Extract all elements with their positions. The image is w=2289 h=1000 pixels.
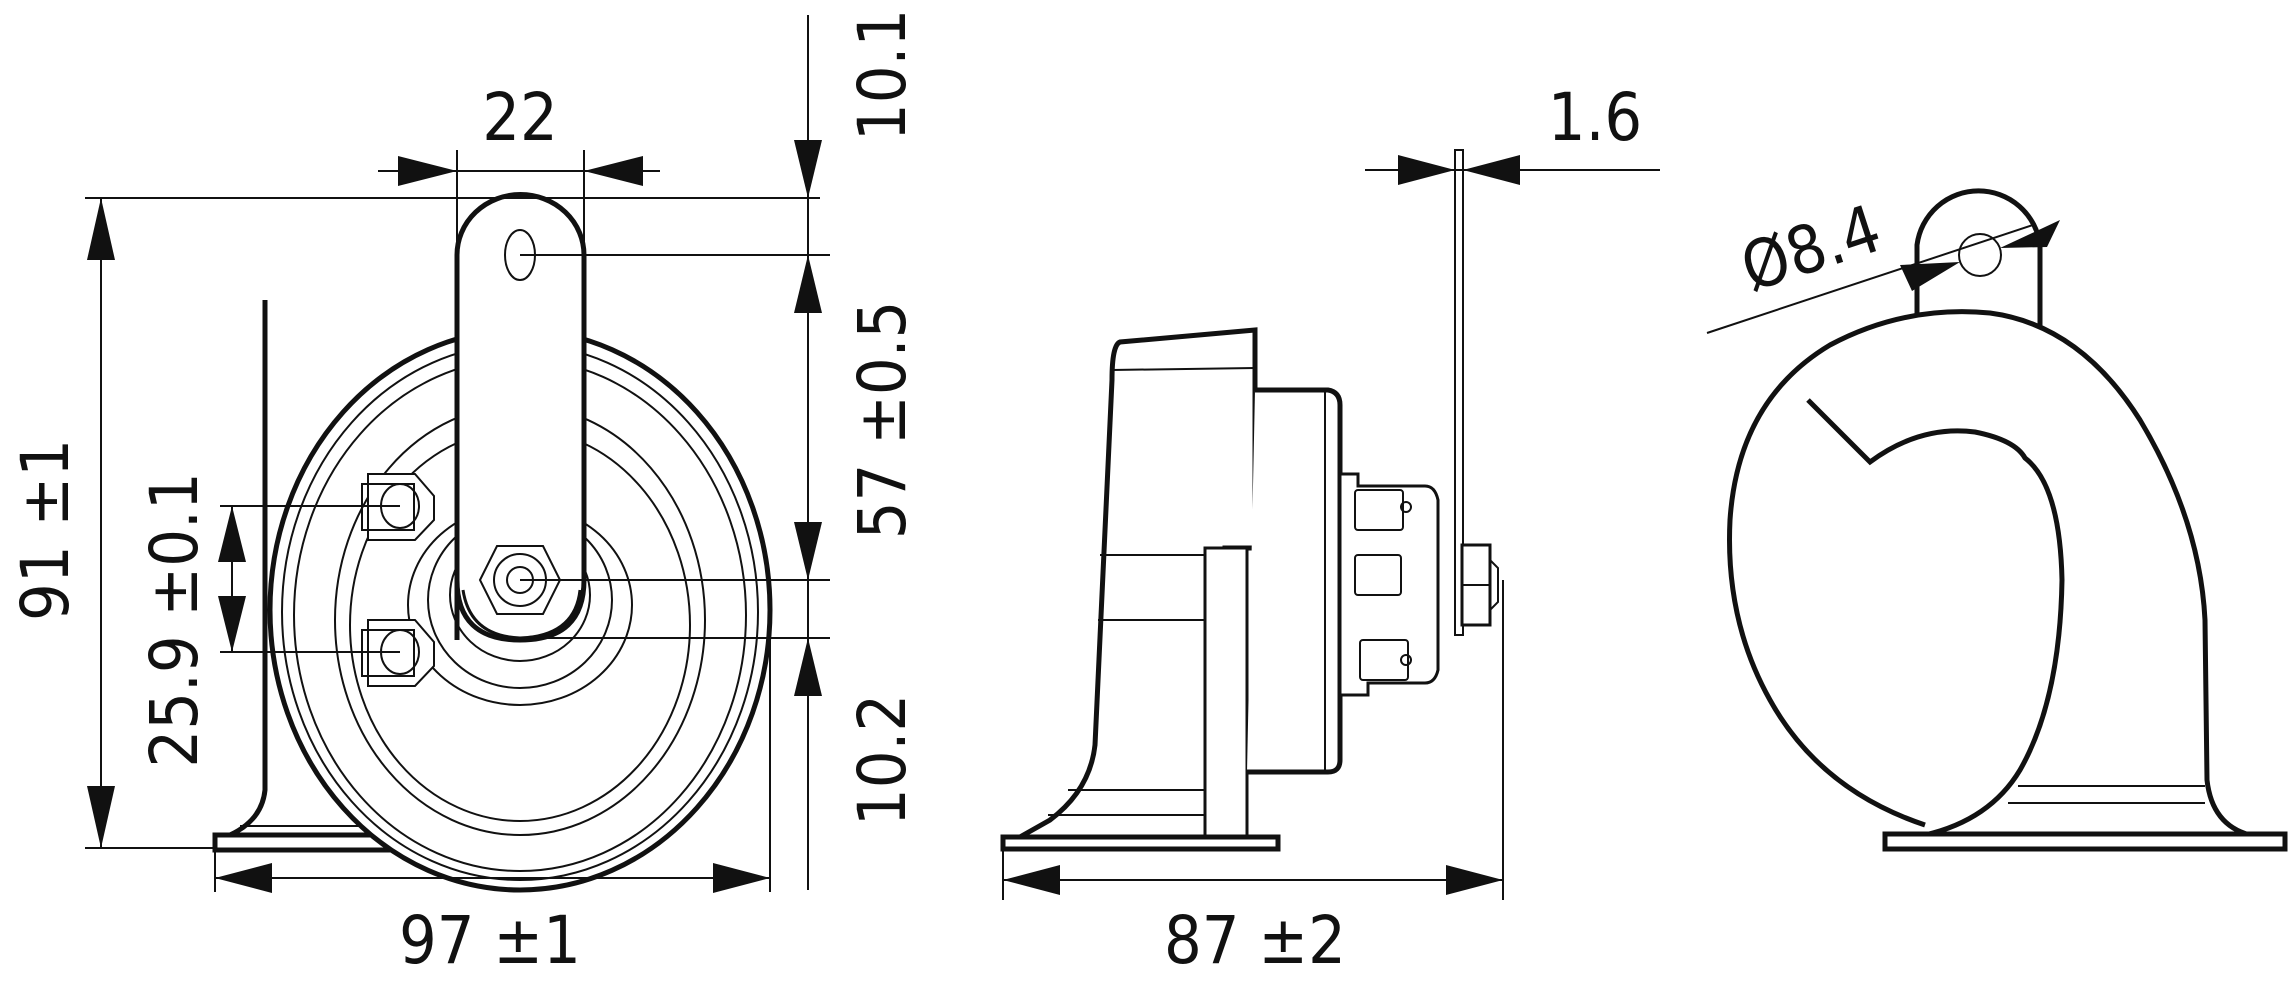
dim-terminal-spacing: 25.9 ±0.1 bbox=[136, 472, 213, 767]
dim-overall-depth: 87 ±2 bbox=[1164, 902, 1346, 979]
front-base-neck bbox=[228, 300, 268, 838]
dim-overall-height: 91 ±1 bbox=[7, 439, 84, 621]
side-bracket-plate bbox=[1454, 149, 1464, 636]
front-view bbox=[212, 192, 773, 893]
side-base-flange bbox=[1000, 834, 1281, 852]
dim-bracket-thickness: 1.6 bbox=[1548, 79, 1642, 156]
front-mounting-bracket bbox=[454, 192, 587, 643]
side-coil-housing bbox=[1247, 387, 1343, 775]
front-terminal-upper bbox=[361, 473, 435, 541]
rear-mount-hole bbox=[1958, 233, 2002, 277]
side-view bbox=[1000, 149, 1499, 852]
dim-top-to-hole: 10.1 bbox=[844, 9, 921, 141]
rear-mounting-lug bbox=[1914, 188, 2043, 335]
dim-nut-to-ring: 10.2 bbox=[844, 694, 921, 826]
dim-mount-hole-diameter: Ø8.4 bbox=[1732, 190, 1890, 307]
rear-bell-spiral bbox=[1806, 398, 2065, 838]
rear-base-flange bbox=[1882, 831, 2288, 852]
rear-view bbox=[1727, 188, 2288, 852]
dim-overall-width: 97 ±1 bbox=[399, 902, 581, 979]
dim-hole-to-nut: 57 ±0.5 bbox=[844, 301, 921, 540]
front-dimensions: 22 91 ±1 25.9 ±0.1 97 ±1 10.1 57 ±0.5 bbox=[7, 9, 921, 979]
dim-bracket-width: 22 bbox=[482, 79, 558, 156]
rear-bell-outer bbox=[1727, 309, 2251, 838]
side-flange bbox=[1203, 546, 1249, 840]
side-dimensions: 1.6 87 ±2 bbox=[1002, 79, 1660, 979]
